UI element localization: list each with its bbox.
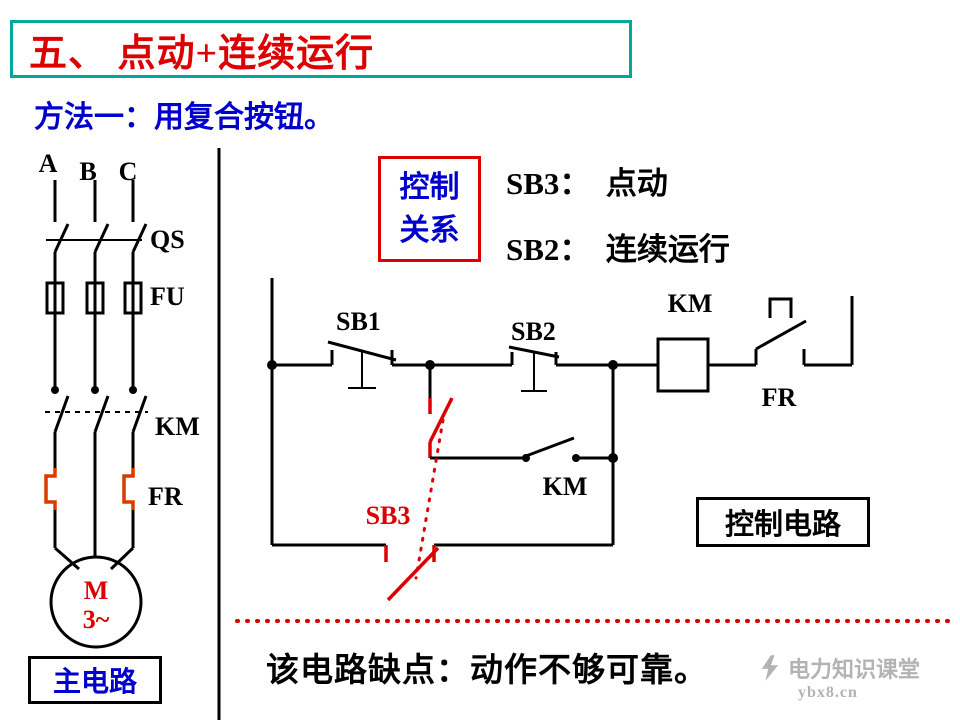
control-relation-box: 控制 关系	[378, 156, 481, 262]
watermark-brand: 电力知识课堂	[788, 657, 921, 682]
sb3-label: SB3	[366, 501, 411, 530]
fr-main-label: FR	[148, 482, 183, 511]
sb3-no-contact	[384, 545, 440, 602]
sb3-mechanical-linkage	[414, 418, 445, 580]
note-sb2-continuous: SB2： 连续运行	[506, 232, 730, 267]
qs-label: QS	[150, 225, 185, 254]
km-aux-label: KM	[543, 472, 588, 501]
fr-heater-a	[44, 468, 57, 510]
control-left-rail	[267, 278, 277, 545]
main-circuit-caption-box: 主电路	[28, 656, 162, 704]
branch-right-rail	[608, 365, 618, 545]
phase-c-label: C	[119, 157, 138, 186]
sb1-label: SB1	[336, 307, 381, 336]
fu-label: FU	[150, 282, 185, 311]
slide-title: 五、 点动+连续运行	[29, 32, 375, 75]
km-coil-label: KM	[668, 289, 713, 318]
main-circuit-caption: 主电路	[52, 667, 137, 698]
sb3-nc-contact	[428, 365, 454, 458]
relation-line2: 关系	[399, 214, 460, 247]
phase-b-label: B	[79, 157, 96, 186]
lightning-icon	[761, 655, 779, 681]
fr-control-label: FR	[762, 383, 797, 412]
watermark: 电力知识课堂	[760, 652, 920, 684]
watermark-site: ybx8.cn	[798, 684, 858, 701]
motor-3ph-label: 3~	[83, 605, 110, 634]
km-coil	[656, 337, 756, 393]
sb2-label: SB2	[511, 317, 556, 346]
phase-c-line	[109, 180, 148, 571]
relation-line1: 控制	[399, 170, 460, 204]
motor: M 3~	[49, 555, 143, 649]
phase-b-line	[85, 180, 110, 558]
control-circuit-caption-box: 控制电路	[696, 497, 870, 547]
main-circuit: A B C	[39, 149, 200, 649]
slide-subtitle: 方法一：用复合按钮。	[34, 101, 334, 134]
km-main-label: KM	[155, 412, 200, 441]
sb2-button	[508, 345, 658, 392]
control-circuit: SB1 SB2 KM FR	[235, 278, 952, 623]
control-circuit-caption: 控制电路	[724, 509, 841, 541]
km-aux-contact	[430, 436, 613, 462]
fr-heater-c	[122, 468, 135, 510]
note-sb3-jog: SB3： 点动	[506, 166, 668, 201]
phase-a-label: A	[39, 149, 58, 178]
sb1-button	[272, 340, 512, 389]
phase-a-line	[44, 180, 80, 571]
footer-note: 该电路缺点：动作不够可靠。	[266, 653, 708, 689]
slide-title-box: 五、 点动+连续运行	[10, 20, 632, 78]
motor-m-label: M	[84, 576, 109, 605]
fr-contact	[754, 296, 854, 367]
